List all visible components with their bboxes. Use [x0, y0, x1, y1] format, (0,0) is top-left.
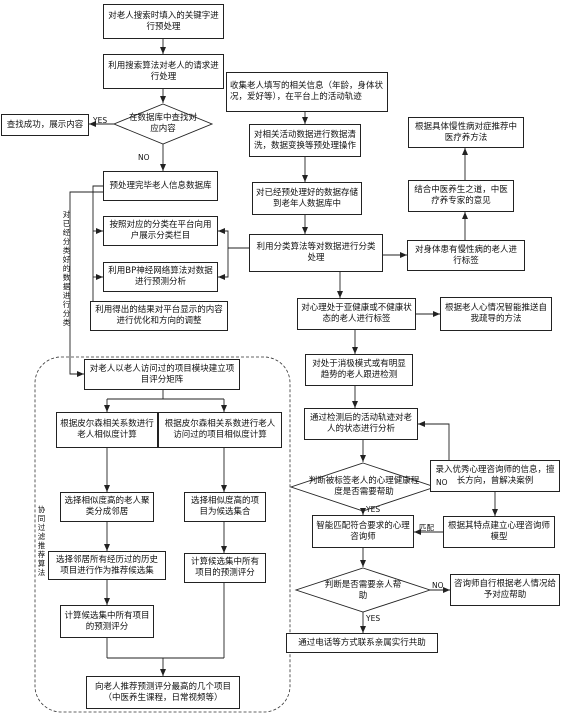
- yes-label-family-help: YES: [366, 614, 381, 623]
- yes-label-lookup: YES: [93, 116, 108, 125]
- candidate-set-box: 选择相似度高的项目为候选集合: [184, 492, 266, 522]
- store-db-box: 对已经预处理好的数据存储到老年人数据库中: [252, 182, 362, 215]
- candidate-score-box-left: 计算候选集中所有项目的预测评分: [60, 605, 154, 638]
- counselor-model-box: 根据其特点建立心理咨询师模型: [443, 516, 555, 548]
- search-algorithm-box: 利用搜索算法对老人的请求进行处理: [103, 54, 224, 89]
- needs-help-decision-text: 判断被标签老人的心理健康程度是否需要帮助: [308, 476, 420, 497]
- self-guidance-box: 根据老人心情况智能推送自我疏导的方法: [440, 297, 552, 331]
- db-lookup-decision-text: 在数据库中查找对应内容: [128, 113, 197, 134]
- side-label-classified-data: 对已经分类好的数据进行分类: [62, 210, 71, 327]
- tcm-advice-box: 结合中医养生之道，中医疗养专家的意见: [408, 180, 514, 212]
- negative-followup-box: 对处于消极模式或有明显趋势的老人跟进检测: [305, 354, 413, 386]
- counselor-info-box: 录入优秀心理咨询师的信息，擅长方向，曾解决案例: [430, 460, 560, 492]
- category-display-box: 按照对应的分类在平台向用户展示分类栏目: [103, 216, 218, 246]
- match-counselor-box: 智能匹配符合要求的心理咨询师: [312, 515, 414, 548]
- preprocess-keywords-box: 对老人搜索时填入的关键字进行预处理: [103, 4, 224, 39]
- optimize-content-box: 利用得出的结果对平台显示的内容进行优化和方向的调整: [90, 301, 228, 331]
- chronic-label-box: 对身体患有慢性病的老人进行标签: [407, 240, 525, 271]
- neighbor-cluster-box: 选择相似度高的老人聚类分成邻居: [60, 492, 154, 522]
- no-label-lookup: NO: [138, 153, 150, 162]
- contact-family-box: 通过电话等方式联系亲属实行共助: [286, 633, 438, 653]
- chronic-therapy-box: 根据具体慢性病对症推荐中医疗养方法: [408, 117, 524, 148]
- project-matrix-box: 对老人以老人访问过的项目模块建立项目评分矩阵: [84, 359, 240, 390]
- no-label-family-help: NO: [432, 581, 444, 590]
- data-cleaning-box: 对相关活动数据进行数据清洗，数据变换等预处理操作: [249, 124, 361, 157]
- neighbor-history-box: 选择邻居所有经历过的历史项目进行作为推荐候选集: [48, 551, 166, 580]
- mental-label-box: 对心理处于亚健康或不健康状态的老人进行标签: [297, 298, 416, 330]
- no-label-needs-help: NO: [436, 478, 448, 487]
- collect-info-box: 收集老人填写的相关信息（年龄，身体状况，爱好等），在平台上的活动轨迹: [226, 72, 388, 112]
- project-similarity-box: 根据皮尔森相关系数进行老人访问过的项目相似度计算: [158, 412, 282, 448]
- match-label: 匹配: [419, 523, 434, 532]
- classification-box: 利用分类算法等对数据进行分类处理: [249, 234, 383, 272]
- family-help-decision-text: 判断是否需要亲人帮助: [324, 580, 402, 601]
- elder-similarity-box: 根据皮尔森相关系数进行老人相似度计算: [56, 412, 158, 448]
- found-display-box: 查找成功，展示内容: [1, 114, 89, 136]
- trajectory-analysis-box: 通过检测后的活动轨迹对老人的状态进行分析: [304, 408, 418, 440]
- candidate-score-box-right: 计算候选集中所有项目的预测评分: [184, 553, 266, 583]
- side-label-collab-filter: 协同过滤推荐算法: [37, 505, 46, 577]
- collab-filter-group-border: [34, 356, 291, 713]
- bp-network-box: 利用BP神经网络算法对数据进行预测分析: [103, 262, 218, 292]
- yes-label-needs-help: YES: [366, 505, 381, 514]
- recommend-top-box: 向老人推荐预测评分最高的几个项目（中医养生课程，日常视频等）: [86, 676, 240, 709]
- elder-info-db-box: 预处理完毕老人信息数据库: [103, 171, 218, 201]
- counselor-self-help-box: 咨询师自行根据老人情况给予对应帮助: [450, 574, 560, 606]
